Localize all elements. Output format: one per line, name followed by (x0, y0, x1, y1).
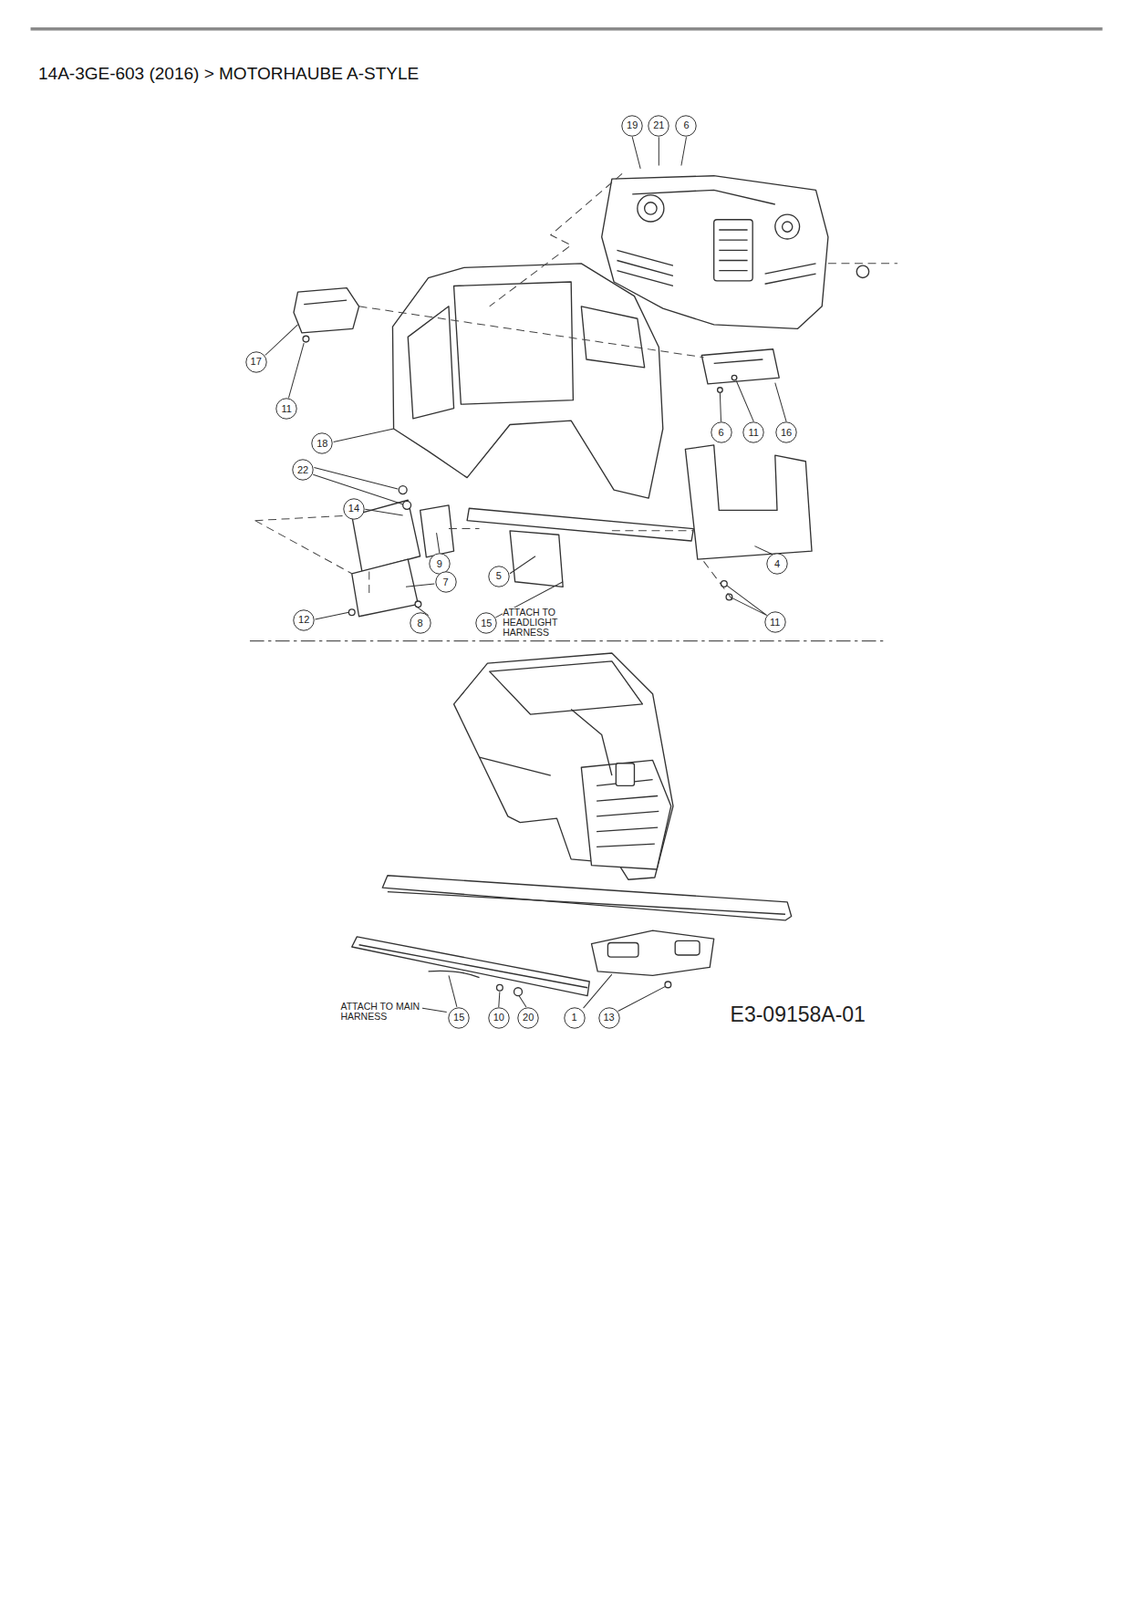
header-rule (31, 27, 1103, 31)
callout-circle: 12 (292, 609, 315, 632)
callout-number: 20 (522, 1012, 534, 1023)
assembly-lines (255, 173, 898, 602)
harness-note: ATTACH TO MAIN HARNESS (340, 1001, 422, 1022)
callout-number: 12 (298, 614, 310, 625)
callout-number: 16 (780, 427, 792, 438)
callout-number: 11 (748, 427, 759, 438)
callout-number: 7 (443, 577, 449, 588)
callout-number: 15 (453, 1012, 465, 1023)
callout-number: 11 (769, 617, 780, 628)
callout-circle: 16 (775, 421, 798, 444)
callout-circle: 11 (764, 611, 787, 633)
callout-number: 10 (493, 1012, 505, 1023)
callout-circle: 1 (563, 1006, 586, 1029)
callout-circle: 15 (475, 612, 498, 634)
callout-circle: 7 (435, 570, 457, 593)
callout-circle: 13 (598, 1006, 621, 1029)
callout-number: 9 (436, 559, 443, 570)
callout-circle: 15 (447, 1006, 470, 1029)
callout-circle: 19 (621, 114, 644, 137)
callout-number: 22 (297, 465, 309, 476)
callout-circle: 11 (275, 397, 298, 420)
upper-assembly (293, 176, 870, 617)
callout-circle: 21 (647, 114, 670, 137)
callout-circle: 18 (311, 432, 333, 455)
lower-assembly (352, 653, 792, 997)
callout-number: 6 (683, 120, 689, 131)
callout-circle: 5 (487, 565, 510, 588)
callout-circle: 4 (766, 552, 789, 575)
callout-circle: 6 (710, 421, 733, 444)
callout-number: 8 (417, 618, 424, 629)
callout-number: 17 (250, 356, 262, 367)
drawing-number: E3-09158A-01 (730, 1003, 866, 1026)
callout-number: 5 (496, 570, 502, 582)
callout-circle: 8 (409, 612, 432, 634)
callout-circle: 22 (291, 458, 314, 481)
callout-number: 18 (316, 438, 328, 449)
page-title: 14A-3GE-603 (2016) > MOTORHAUBE A-STYLE (38, 63, 419, 84)
callout-circle: 10 (487, 1006, 510, 1029)
section-divider (249, 640, 883, 642)
callout-number: 4 (774, 559, 780, 570)
harness-note: ATTACH TO HEADLIGHT HARNESS (502, 607, 582, 638)
callout-number: 11 (280, 404, 291, 415)
callout-circle: 6 (674, 114, 697, 137)
callout-number: 21 (653, 120, 665, 131)
callout-circle: 20 (517, 1006, 540, 1029)
callout-number: 14 (348, 503, 360, 514)
callout-circle: 17 (245, 351, 268, 374)
callout-number: 6 (717, 427, 724, 438)
callout-circle: 11 (742, 421, 765, 444)
callout-circle: 14 (342, 498, 365, 520)
callout-circle: 9 (428, 552, 451, 575)
callout-number: 1 (570, 1012, 577, 1023)
callout-number: 15 (480, 618, 492, 629)
callout-number: 19 (626, 120, 638, 131)
callout-number: 13 (602, 1012, 614, 1023)
leader-lines (265, 136, 787, 1012)
